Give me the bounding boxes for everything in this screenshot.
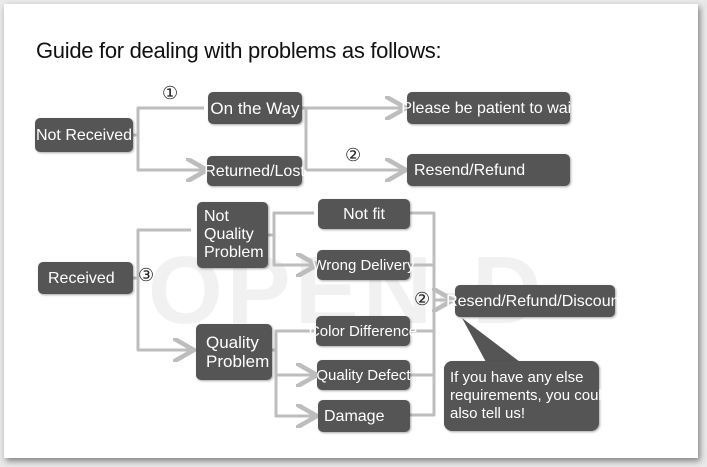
node-quality-defect: Quality Defect bbox=[316, 360, 411, 390]
node-damage: Damage bbox=[318, 400, 410, 432]
node-wrong-delivery: Wrong Delivery bbox=[312, 250, 415, 280]
node-not-quality-problem: Not Quality Problem bbox=[197, 202, 268, 268]
marker-two-mid: ② bbox=[414, 289, 431, 309]
node-resend-refund: Resend/Refund bbox=[407, 154, 570, 186]
node-not-received: Not Received bbox=[35, 118, 133, 152]
line-collector bbox=[410, 211, 436, 417]
line-on-the-way-branch bbox=[302, 108, 403, 170]
line-received-branch bbox=[133, 228, 191, 350]
node-resend-refund-discount: Resend/Refund/Discount bbox=[446, 285, 624, 317]
marker-one: ① bbox=[162, 83, 179, 103]
node-on-the-way: On the Way bbox=[208, 92, 302, 124]
node-color-difference: Color Difference bbox=[309, 316, 417, 346]
marker-two-top: ② bbox=[345, 145, 362, 165]
page-title: Guide for dealing with problems as follo… bbox=[36, 38, 442, 63]
node-received: Received bbox=[38, 262, 133, 294]
node-returned-lost: Returned/Lost bbox=[204, 156, 305, 186]
node-not-fit: Not fit bbox=[318, 199, 410, 229]
marker-three: ③ bbox=[138, 265, 155, 285]
node-else-requirements: If you have any else requirements, you c… bbox=[444, 361, 610, 431]
node-quality-problem: Quality Problem bbox=[196, 324, 272, 380]
node-please-wait: Please be patient to wait bbox=[401, 92, 576, 124]
